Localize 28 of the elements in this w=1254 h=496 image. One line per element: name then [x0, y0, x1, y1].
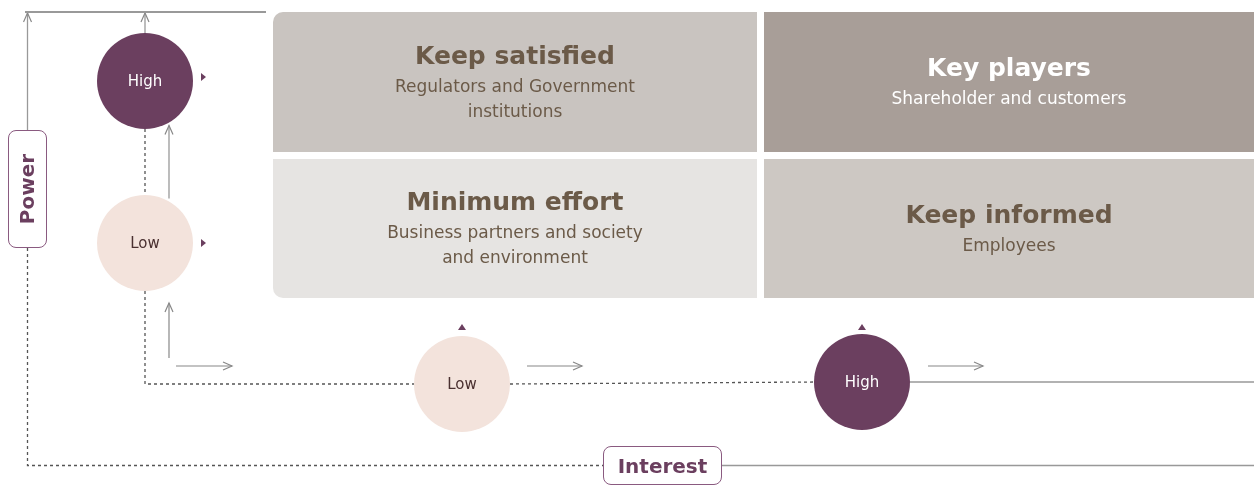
quadrant-panel: [273, 12, 757, 152]
quadrant-title: Key players: [927, 53, 1091, 83]
quadrant-title: Keep satisfied: [415, 40, 615, 70]
axis-title: Interest: [617, 453, 708, 478]
connector-line: [22, 12, 33, 131]
axis-title: Power: [15, 153, 40, 225]
quadrant-description: Shareholder and customers: [891, 87, 1127, 111]
quadrant-title: Minimum effort: [406, 187, 624, 217]
connector-line: [144, 290, 415, 385]
quadrant-title: Keep informed: [905, 199, 1113, 229]
level-label: Low: [130, 234, 160, 252]
quadrant-description: Business partners and society and environment: [386, 221, 644, 269]
quadrant-panel: [764, 12, 1254, 152]
connector-line: [140, 12, 150, 34]
connector-line: [164, 124, 174, 200]
axis-label-box: [8, 130, 47, 248]
connector-line: [909, 381, 1254, 383]
quadrant-description: Regulators and Government institutions: [394, 74, 636, 123]
axis-label-box: [603, 446, 722, 485]
connector-line: [509, 381, 815, 385]
level-label: Low: [447, 375, 477, 393]
quadrant-panel: [273, 159, 757, 298]
axis-bar: [25, 11, 266, 13]
quadrant-panel: [764, 159, 1254, 298]
connector-line: [721, 464, 1254, 467]
level-label: High: [844, 373, 880, 391]
quadrant-description: Employees: [962, 233, 1056, 257]
level-label: High: [127, 72, 163, 90]
